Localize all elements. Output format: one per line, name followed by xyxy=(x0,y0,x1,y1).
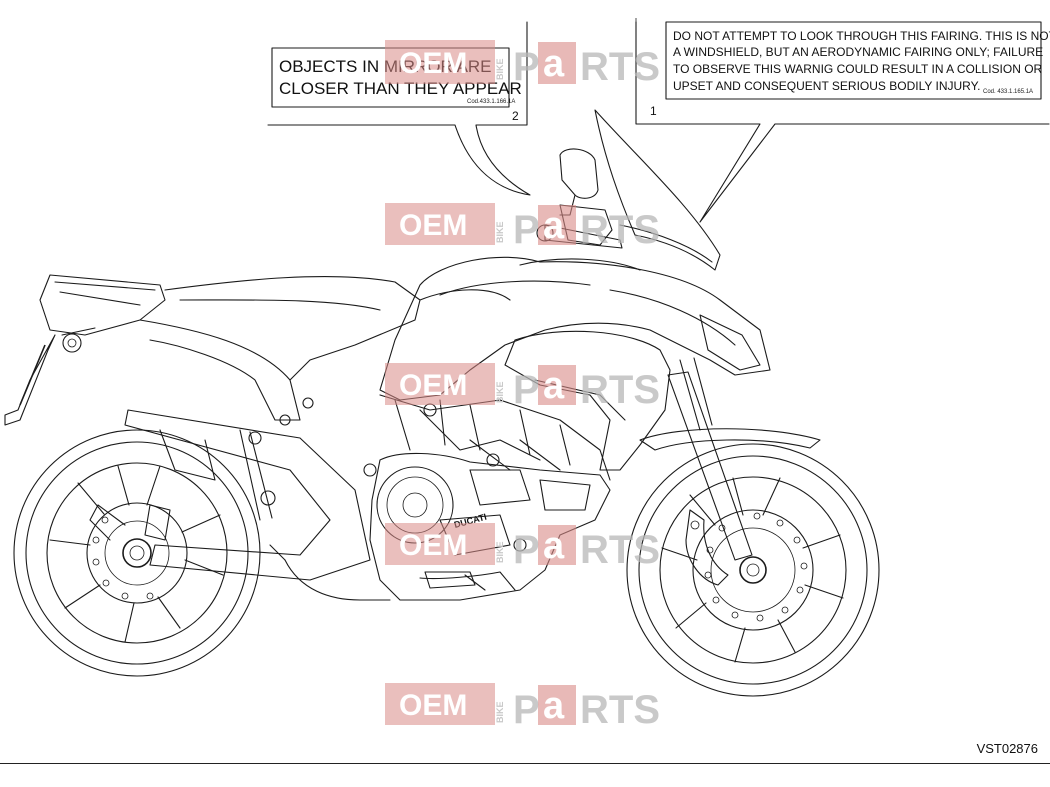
fairing-warning-line-1: DO NOT ATTEMPT TO LOOK THROUGH THIS FAIR… xyxy=(673,29,1050,43)
rear-wheel xyxy=(13,429,261,677)
watermark-a: a xyxy=(543,525,565,567)
watermark-oem: OEM xyxy=(399,47,467,80)
fairing-warning-decal xyxy=(665,21,1042,100)
callout-1-leader xyxy=(635,21,1050,223)
front-caliper xyxy=(685,509,729,586)
windscreen xyxy=(594,109,721,271)
watermark-oem: OEM xyxy=(399,369,467,402)
watermark-a: a xyxy=(543,205,565,247)
mirror-warning-code: Cod.433.1.166.1A xyxy=(467,99,515,105)
fairing-warning-code: Cod. 433.1.165.1A xyxy=(983,89,1033,95)
mirror xyxy=(559,148,599,199)
watermark-rts: RTS xyxy=(580,688,660,732)
tank-and-fairing xyxy=(279,109,771,481)
front-fender xyxy=(639,428,821,451)
watermark-oem: OEM xyxy=(399,529,467,562)
front-suspension xyxy=(639,357,821,586)
exhaust xyxy=(284,559,391,601)
callout-1-number: 1 xyxy=(650,104,657,118)
watermark-a: a xyxy=(543,685,565,727)
callout-1: DO NOT ATTEMPT TO LOOK THROUGH THIS FAIR… xyxy=(635,18,1050,223)
bottom-border xyxy=(0,763,1050,764)
watermark-bike: BIKE xyxy=(495,701,505,723)
watermark-5: OEM BIKE P a RTS xyxy=(385,683,660,732)
fairing-warning-line-2: A WINDSHIELD, BUT AN AERODYNAMIC FAIRING… xyxy=(673,45,1043,59)
watermark-rts: RTS xyxy=(580,528,660,572)
watermark-p: P xyxy=(513,528,540,572)
watermark-2: OEM BIKE P a RTS xyxy=(385,203,660,252)
watermark-p: P xyxy=(513,688,540,732)
watermark-bike: BIKE xyxy=(495,58,505,80)
fairing-warning-line-3: TO OBSERVE THIS WARNIG COULD RESULT IN A… xyxy=(673,62,1043,76)
watermark-p: P xyxy=(513,368,540,412)
watermark-p: P xyxy=(513,45,540,89)
watermark-oem: OEM xyxy=(399,209,467,242)
watermark-p: P xyxy=(513,208,540,252)
watermark-a: a xyxy=(543,365,565,407)
watermark-bike: BIKE xyxy=(495,381,505,403)
callout-2-number: 2 xyxy=(512,109,519,123)
watermark-3: OEM BIKE P a RTS xyxy=(385,363,660,412)
rear-swingarm xyxy=(89,409,371,581)
watermark-rts: RTS xyxy=(580,368,660,412)
seat-front xyxy=(419,289,511,301)
watermark-oem: OEM xyxy=(399,689,467,722)
drawing-reference-code: VST02876 xyxy=(976,741,1038,756)
watermark-bike: BIKE xyxy=(495,541,505,563)
watermark-a: a xyxy=(543,43,565,85)
tail-section xyxy=(39,274,511,421)
watermark-1: OEM BIKE P a RTS xyxy=(385,40,660,89)
front-wheel xyxy=(626,443,880,697)
watermark-4: OEM BIKE P a RTS xyxy=(385,523,660,572)
watermark-bike: BIKE xyxy=(495,221,505,243)
watermark-rts: RTS xyxy=(580,208,660,252)
watermark-rts: RTS xyxy=(580,45,660,89)
watermark-group: OEM BIKE P a RTS OEM BIKE P a RTS OEM BI… xyxy=(385,40,660,732)
fairing-warning-line-4: UPSET AND CONSEQUENT SERIOUS BODILY INJU… xyxy=(673,79,980,93)
callout-2-leader xyxy=(267,21,531,196)
plate-holder xyxy=(4,327,96,426)
